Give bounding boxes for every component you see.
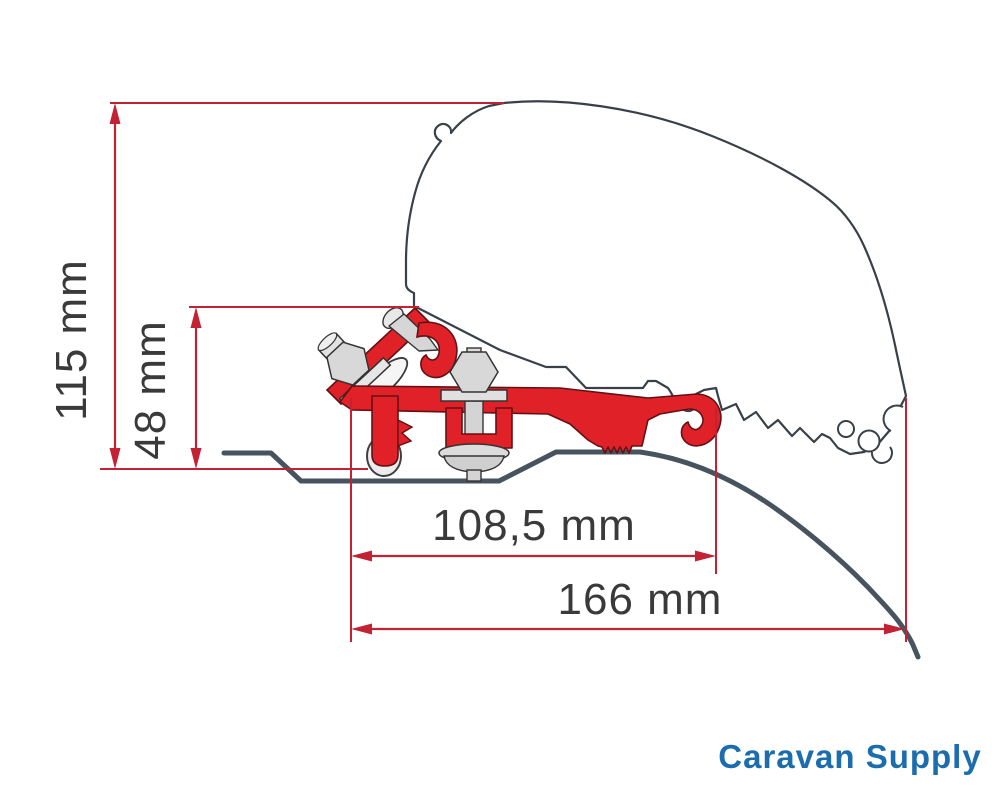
diagonal-bolt-cap-top [317,332,338,352]
bracket-main-arm [339,385,722,454]
profile-clip-hook-lower [870,446,893,464]
pointed-screw-icon [388,313,439,352]
diagonal-hex-nut [326,341,370,386]
van-roof-line [221,449,921,660]
dimension-line-48 [190,307,202,469]
adapter-bracket [317,306,722,482]
vertical-hex-nut [449,351,499,393]
dimension-label-48: 48 mm [126,320,175,459]
dimension-line-166 [351,623,905,635]
dimension-line-115 [109,103,121,469]
dimension-line-1085 [351,550,716,562]
dimension-label-115: 115 mm [47,259,96,421]
brand-logo-text: Caravan Supply [718,738,982,775]
profile-clip-circle-small [837,420,855,438]
dimension-label-1085: 108,5 mm [432,501,636,550]
profile-clip-circle-large [857,429,881,453]
bracket-mounting-foot [371,395,399,467]
profile-clip-hook-upper [882,404,904,432]
dimension-lines [100,102,907,642]
vertical-bolt-tip-bottom [466,469,482,482]
vertical-bolt-icon [438,347,510,482]
dimension-label-166: 166 mm [558,575,723,624]
bracket-upper-hook [416,321,458,379]
bracket-spur-detail [397,418,414,448]
